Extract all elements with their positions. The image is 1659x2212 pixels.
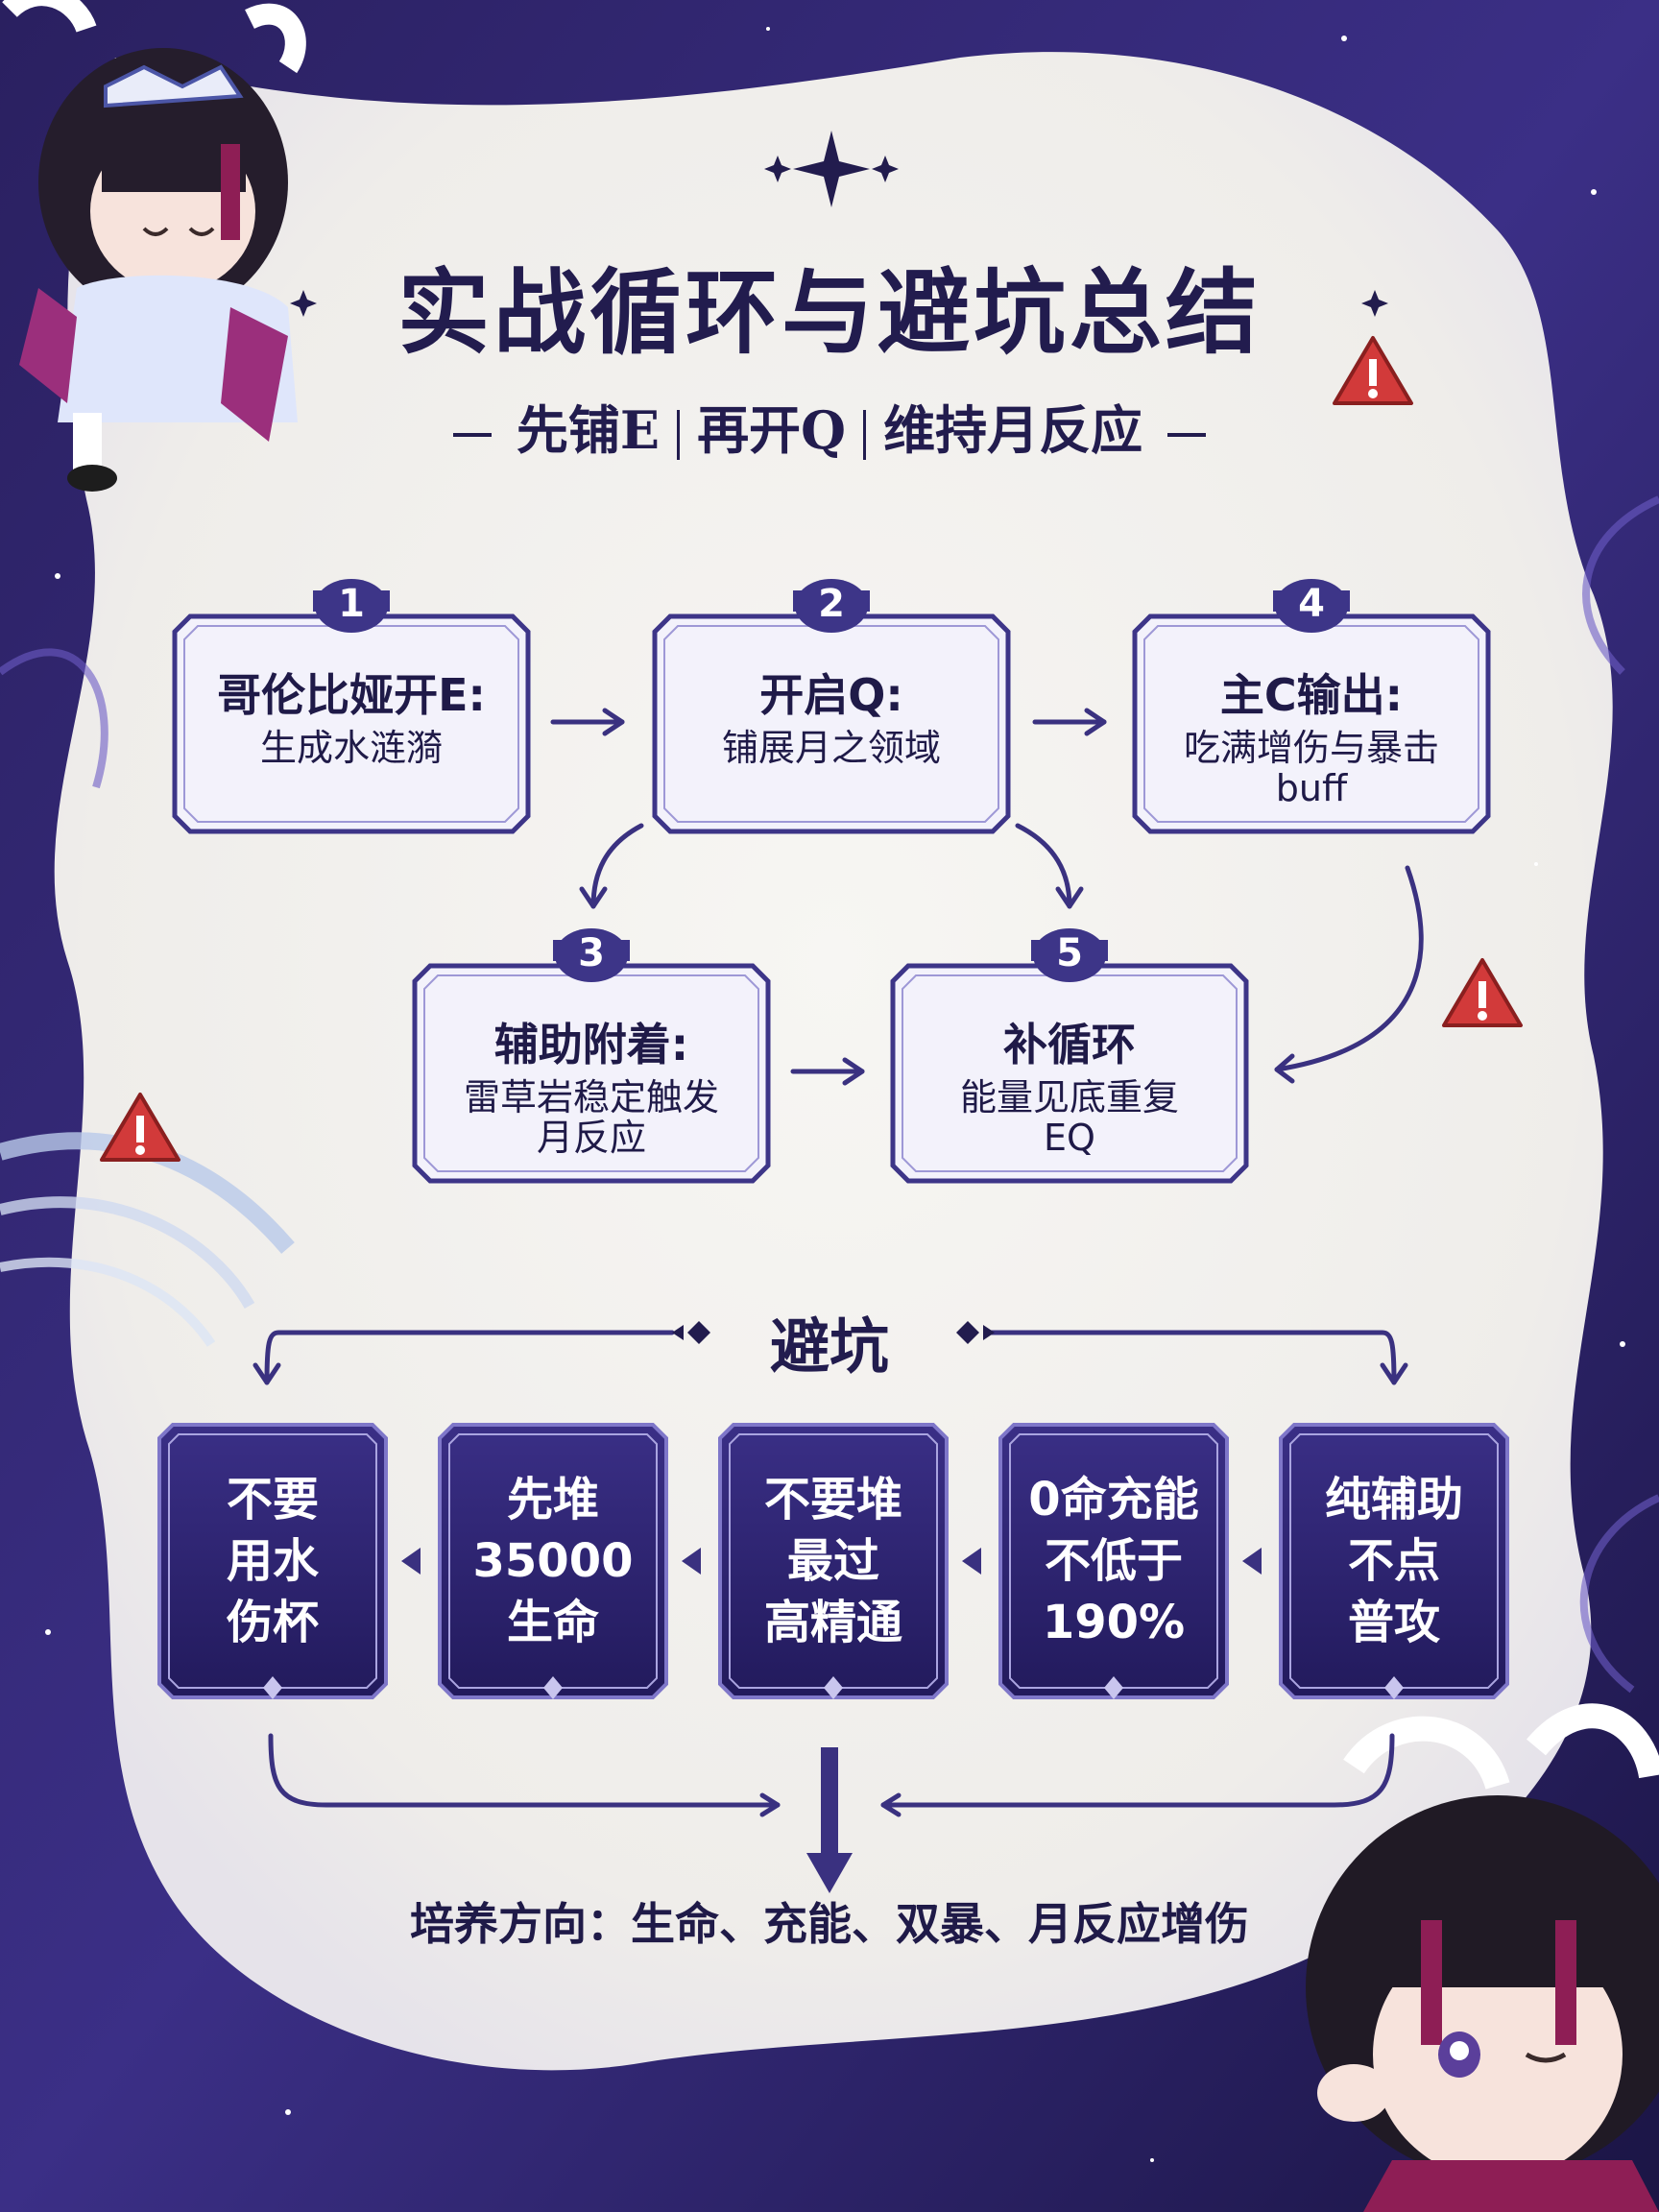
step-title: 补循环 (1003, 1019, 1136, 1070)
step-number: 3 (578, 931, 605, 975)
step-number: 5 (1056, 931, 1083, 975)
pitfall-line: 生命 (506, 1596, 599, 1649)
arrow-icon (806, 1747, 853, 1893)
step-number: 4 (1298, 582, 1325, 626)
step-description-line: 雷草岩稳定触发 (463, 1076, 719, 1118)
page-title: 实战循环与避坑总结 (397, 258, 1262, 367)
warning-icon (1442, 958, 1523, 1027)
character-avatar-top-left (2, 0, 306, 492)
step-box-4: 4 主C输出: 吃满增伤与暴击 buff (1129, 579, 1494, 837)
pitfall-line: 纯辅助 (1324, 1473, 1463, 1527)
subtitle: 先铺E 再开Q 维持月反应 (0, 388, 1659, 464)
step-description: 铺展月之领域 (664, 728, 998, 768)
step-badge (313, 579, 390, 633)
pitfall-line: 0命充能 (1028, 1473, 1199, 1527)
step-box-3: 3 辅助附着: 雷草岩稳定触发 月反应 (409, 928, 774, 1187)
small-sparkle-icon (1361, 290, 1388, 317)
warning-icon (1333, 336, 1413, 405)
pitfall-card-frame (438, 1423, 668, 1699)
step-description: 吃满增伤与暴击 buff (1144, 728, 1479, 808)
step-badge (553, 928, 630, 982)
step-frame (890, 963, 1249, 1184)
step-title: 开启Q: (759, 669, 903, 721)
pitfall-card-frame (718, 1423, 949, 1699)
step-title: 主C输出: (1219, 669, 1404, 721)
step-description-line: buff (1275, 767, 1348, 809)
star-particles (45, 27, 1625, 2162)
pitfall-card-1: 不要 用水 伤杯 (156, 1421, 390, 1701)
pitfall-text: 先堆 35000 生命 (436, 1469, 670, 1653)
pitfall-card-frame (157, 1423, 388, 1699)
step-title: 哥伦比娅开E: (217, 669, 486, 721)
pitfall-line: 最过 (786, 1534, 879, 1588)
step-number: 1 (338, 582, 365, 626)
step-badge (1273, 579, 1350, 633)
pitfall-line: 不低于 (1044, 1534, 1183, 1588)
pitfall-line: 35000 (472, 1534, 634, 1588)
step-badge (1031, 928, 1108, 982)
pitfall-line: 伤杯 (226, 1596, 319, 1649)
card-connectors (401, 1548, 1262, 1575)
subtitle-dash (452, 432, 492, 437)
pitfall-line: 190% (1042, 1596, 1186, 1649)
pitfall-line: 先堆 (506, 1473, 599, 1527)
step-badge (793, 579, 870, 633)
pitfall-card-frame (998, 1423, 1229, 1699)
step-description-line: EQ (1044, 1117, 1095, 1159)
pitfall-heading-ornament (672, 1321, 995, 1344)
step-box-2: 2 开启Q: 铺展月之领域 (649, 579, 1014, 837)
step-frame (172, 613, 531, 834)
step-description-line: 吃满增伤与暴击 (1183, 727, 1439, 769)
step-description-line: 能量见底重复 (959, 1076, 1179, 1118)
warning-icon (100, 1093, 180, 1162)
step-description-line: 铺展月之领域 (721, 727, 941, 769)
pitfall-card-3: 不要堆 最过 高精通 (716, 1421, 950, 1701)
pitfall-line: 用水 (226, 1534, 319, 1588)
pitfall-card-2: 先堆 35000 生命 (436, 1421, 670, 1701)
pitfall-line: 不点 (1347, 1534, 1440, 1588)
subtitle-separator (863, 409, 867, 460)
step-frame (1132, 613, 1491, 834)
subtitle-part-2: 再开Q (697, 399, 847, 461)
subtitle-part-1: 先铺E (516, 399, 661, 461)
subtitle-separator (677, 409, 681, 460)
subtitle-part-3: 维持月反应 (883, 399, 1143, 461)
small-sparkle-icon (290, 290, 317, 317)
step-number: 2 (818, 582, 845, 626)
step-box-1: 1 哥伦比娅开E: 生成水涟漪 (169, 579, 534, 837)
step-box-5: 5 补循环 能量见底重复 EQ (887, 928, 1252, 1187)
footer-summary: 培养方向：生命、充能、双暴、月反应增伤 (410, 1898, 1249, 1950)
pitfall-text: 0命充能 不低于 190% (997, 1469, 1231, 1653)
step-description: 生成水涟漪 (184, 728, 518, 768)
pitfall-line: 不要堆 (763, 1473, 902, 1527)
pitfall-card-frame (1279, 1423, 1509, 1699)
character-avatar-bottom-right (1306, 1703, 1659, 2212)
step-description-line: 生成水涟漪 (259, 727, 443, 769)
pitfall-text: 不要堆 最过 高精通 (716, 1469, 950, 1653)
step-description: 能量见底重复 EQ (902, 1077, 1237, 1158)
pitfall-text: 不要 用水 伤杯 (156, 1469, 390, 1653)
step-description: 雷草岩稳定触发 月反应 (424, 1077, 758, 1158)
pitfall-line: 不要 (226, 1473, 319, 1527)
step-frame (412, 963, 771, 1184)
pitfall-card-5: 纯辅助 不点 普攻 (1277, 1421, 1511, 1701)
step-description-line: 月反应 (536, 1117, 646, 1159)
flow-connectors (252, 708, 1424, 1817)
pitfall-heading: 避坑 (769, 1311, 889, 1382)
pitfall-text: 纯辅助 不点 普攻 (1277, 1469, 1511, 1653)
step-title: 辅助附着: (493, 1019, 689, 1070)
step-frame (652, 613, 1011, 834)
subtitle-dash (1167, 432, 1207, 437)
sparkle-icon (764, 131, 899, 207)
pitfall-line: 高精通 (763, 1596, 902, 1649)
pitfall-line: 普攻 (1347, 1596, 1440, 1649)
pitfall-card-4: 0命充能 不低于 190% (997, 1421, 1231, 1701)
